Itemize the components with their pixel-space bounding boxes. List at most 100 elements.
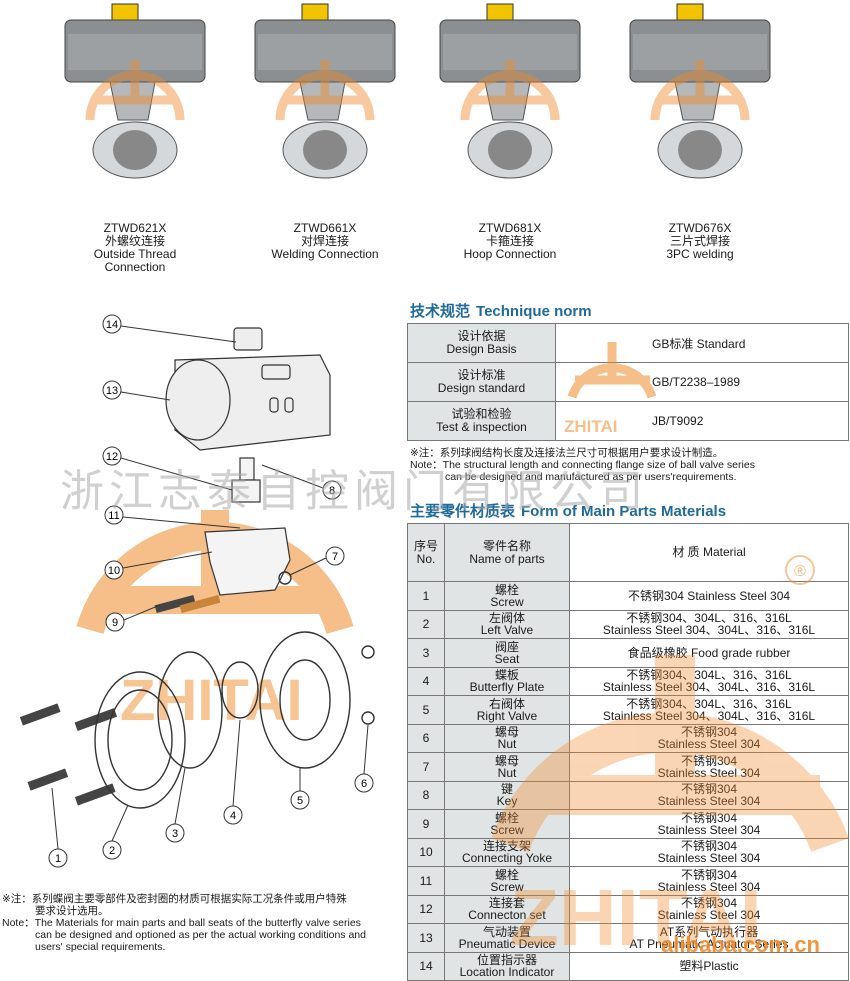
callout-5: 5 — [290, 768, 310, 810]
svg-text:4: 4 — [230, 810, 236, 822]
callout-1: 1 — [48, 787, 68, 868]
row-number: 9 — [407, 809, 445, 839]
company-watermark: 浙江志泰自控阀门有限公司 — [60, 466, 648, 517]
exploded-valve-diagram: ZHITAI 14 13 12 8 — [19, 314, 375, 868]
callout-14: 14 — [102, 314, 237, 343]
svg-text:12: 12 — [106, 451, 118, 463]
svg-text:14: 14 — [106, 319, 118, 331]
zhitai-logo-text: ZHITAI — [120, 668, 303, 733]
bolts-drawing — [19, 594, 221, 806]
callout-13: 13 — [102, 380, 171, 401]
row-number: 13 — [407, 923, 445, 953]
valve-product-image — [64, 3, 206, 179]
valve-product-image — [254, 3, 396, 179]
product-name-en: Hoop Connection — [463, 247, 557, 261]
header-material: 材 质 Material — [569, 523, 849, 582]
callout-labels: 14 13 12 8 11 10 7 9 4 3 5 6 2 1 — [48, 314, 374, 868]
product-name-en: Welding Connection — [271, 247, 379, 261]
row-number: 12 — [407, 894, 445, 924]
row-number: 11 — [407, 866, 445, 896]
callout-4: 4 — [223, 719, 243, 825]
svg-text:8: 8 — [329, 485, 335, 497]
product-name-cn: 三片式焊接 — [669, 234, 730, 248]
product-name-cn: 对焊连接 — [300, 234, 349, 248]
valve-product-image — [629, 3, 771, 179]
valve-body-drawing — [94, 571, 375, 809]
zhitai-logo-small: ZHITAI — [564, 342, 657, 436]
row-number: 6 — [407, 723, 445, 753]
svg-text:9: 9 — [112, 617, 118, 629]
svg-text:ZHITAI: ZHITAI — [510, 873, 762, 962]
svg-text:1: 1 — [55, 853, 61, 865]
part-material: 食品级橡胶 Food grade rubber — [569, 638, 849, 668]
svg-text:11: 11 — [108, 510, 119, 522]
callout-6: 6 — [354, 724, 374, 793]
zhitai-logo-watermark-large: ® ZHITAI — [491, 555, 849, 962]
row-number: 2 — [407, 609, 445, 639]
part-material: 不锈钢304 Stainless Steel 304 — [569, 581, 849, 611]
svg-text:13: 13 — [106, 385, 118, 397]
svg-text:2: 2 — [109, 845, 115, 857]
product-model: ZTWD661X — [293, 221, 357, 235]
svg-text:7: 7 — [332, 551, 338, 563]
callout-2: 2 — [102, 804, 129, 860]
svg-text:3: 3 — [172, 828, 178, 840]
technique-note: ※注：系列球阀结构长度及连接法兰尺寸可根据用户要求设计制造。 Note：The … — [410, 447, 755, 483]
product-model: ZTWD676X — [668, 221, 732, 235]
row-number: 10 — [407, 837, 445, 867]
diagram-note: ※注：系列蝶阀主要零部件及密封圈的材质可根据实际工况条件或用户特殊 要求设计选用… — [2, 893, 366, 953]
row-number: 3 — [407, 638, 445, 668]
callout-12: 12 — [102, 446, 233, 491]
row-number: 8 — [407, 780, 445, 810]
product-name-en: 3PC welding — [666, 247, 734, 261]
callout-9: 9 — [105, 604, 161, 632]
row-number: 4 — [407, 666, 445, 696]
product-name-en: Outside Thread — [93, 247, 177, 261]
row-number: 7 — [407, 752, 445, 782]
callout-3: 3 — [165, 767, 186, 843]
